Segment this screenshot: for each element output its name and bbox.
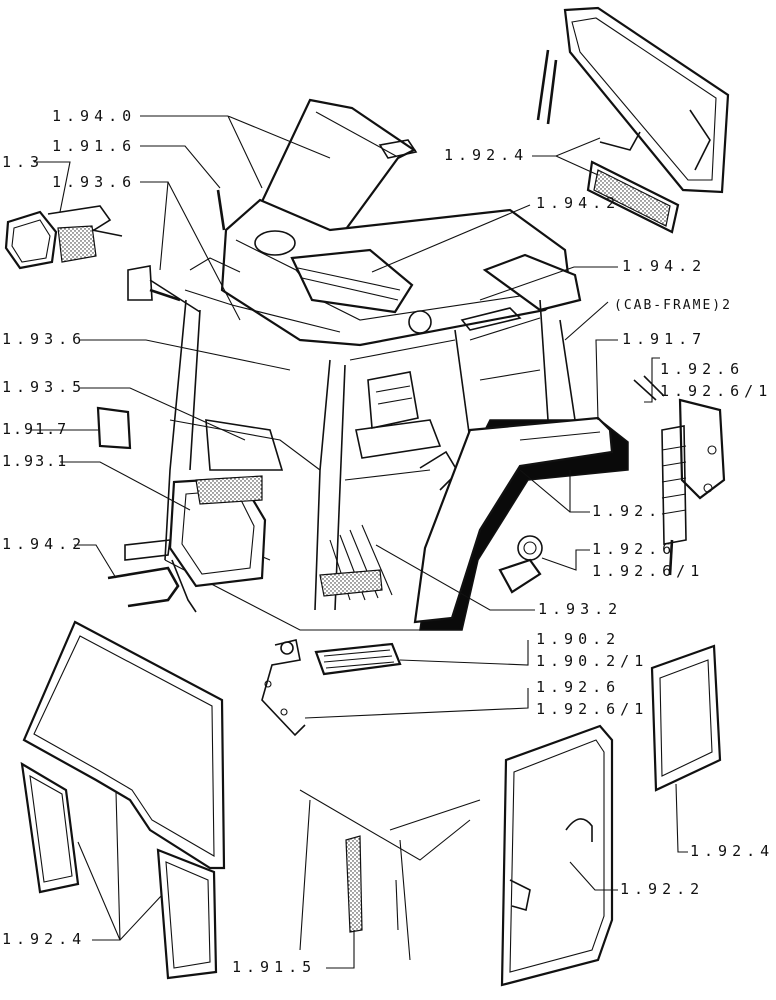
front-windscreen: [20, 620, 226, 980]
label-1-94-2-top: 1.94.2: [536, 194, 620, 212]
pedal-bracket: [261, 639, 402, 737]
label-cab-frame: (CAB-FRAME)2: [614, 298, 732, 313]
label-1-92-6-1-c: 1.92.6/1: [536, 700, 648, 718]
rear-window-top-right: [536, 6, 730, 234]
leader-lines: [30, 115, 688, 969]
label-1-93-2: 1.93.2: [538, 600, 622, 618]
label-1-93-6-left: 1.93.6: [2, 330, 86, 348]
label-1-93-6-top: 1.93.6: [52, 173, 136, 191]
label-1-94-2-left: 1.94.2: [2, 535, 86, 553]
label-1-92-6-1-a: 1.92.6/1: [660, 382, 772, 400]
label-1-92-x: 1.92.: [592, 502, 662, 520]
wiper-detail: [299, 789, 481, 961]
label-1-93-1: 1.93.1: [2, 452, 68, 470]
cab-roof: [184, 98, 582, 347]
label-1-92-6-a: 1.92.6: [660, 360, 744, 378]
label-1-91-7-left: 1.91.7: [2, 420, 68, 438]
mirror: [4, 205, 123, 270]
label-1-92-4-bottom: 1.92.4: [2, 930, 86, 948]
label-1-90-2-1: 1.90.2/1: [536, 652, 648, 670]
label-1-92-2: 1.92.2: [620, 880, 704, 898]
label-1-94-2-mid: 1.94.2: [622, 257, 706, 275]
label-1-92-4-right: 1.92.4: [690, 842, 774, 860]
left-side-parts: [96, 189, 267, 613]
label-1-94-0: 1.94.0: [52, 107, 136, 125]
part-labels: 1.94.0 1.91.6 1.3 1.93.6 1.92.4 1.94.2 1…: [2, 107, 774, 976]
knob-part: [498, 535, 543, 594]
label-1-91-5: 1.91.5: [232, 958, 316, 976]
side-window-right: [650, 644, 722, 792]
label-1-91-6: 1.91.6: [52, 137, 136, 155]
label-1-92-6-b: 1.92.6: [592, 540, 676, 558]
label-1-91-7-right: 1.91.7: [622, 330, 706, 348]
label-1-90-2: 1.90.2: [536, 630, 620, 648]
label-1-92-4-top: 1.92.4: [444, 146, 528, 164]
cab-door: [500, 724, 614, 987]
label-1-92-6-1-b: 1.92.6/1: [592, 562, 704, 580]
gas-strut: [633, 375, 726, 576]
label-1-3: 1.3: [2, 153, 44, 171]
label-1-93-5: 1.93.5: [2, 378, 86, 396]
label-1-92-6-c: 1.92.6: [536, 678, 620, 696]
